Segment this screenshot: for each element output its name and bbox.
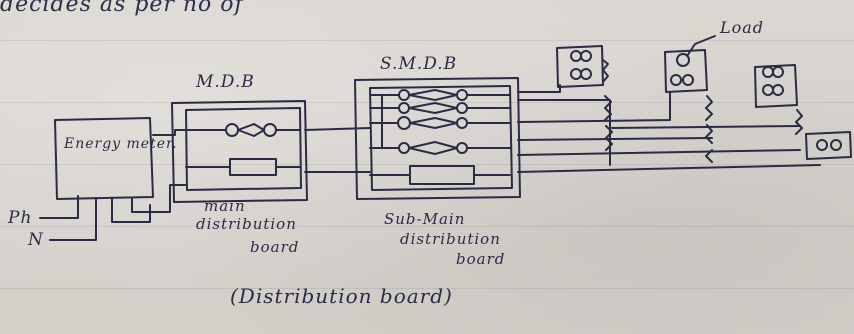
mdb-switch-contact <box>225 123 239 137</box>
mdb-caption-line: distribution <box>196 215 297 233</box>
meter-out-wire-2 <box>131 184 187 213</box>
circuit-tap <box>705 149 713 163</box>
circuit-wire-3 <box>517 91 671 123</box>
mdb-title: M.D.B <box>196 72 255 92</box>
smdb-caption-line: Sub-Main <box>384 210 466 228</box>
smdb-outer-frame <box>354 77 521 200</box>
ruled-line <box>0 288 854 289</box>
ruled-line <box>0 40 854 41</box>
smdb-inner-box <box>369 85 513 191</box>
smdb-title: S.M.D.B <box>380 54 458 74</box>
smdb-caption-line: board <box>456 250 506 268</box>
neutral-label: N <box>28 230 44 250</box>
circuit-wire-7 <box>611 125 801 129</box>
mdb-caption-line: board <box>250 238 300 256</box>
smdb-switch-4 <box>369 141 511 155</box>
mdb-inner-box <box>185 107 302 191</box>
ruled-line <box>0 102 854 103</box>
load-leader-line <box>686 35 716 57</box>
load-label: Load <box>720 18 765 37</box>
energy-meter-label: Energy meter. <box>64 136 178 152</box>
mdb-switch-contact <box>263 123 277 137</box>
smdb-caption-line: distribution <box>400 230 501 248</box>
phase-input-wire <box>39 195 79 219</box>
meter-out-wire-1 <box>111 197 151 223</box>
smdb-switch-1 <box>369 89 511 101</box>
circuit-wire-4 <box>517 137 713 141</box>
mdb-fuse <box>229 158 277 176</box>
mdb-caption-line: main <box>204 197 246 215</box>
smdb-switch-3 <box>369 116 511 130</box>
diagram-caption: (Distribution board) <box>230 284 453 308</box>
circuit-tap <box>604 95 612 121</box>
load-group-3 <box>754 64 803 135</box>
socket-outlet <box>805 131 852 160</box>
phase-label: Ph <box>8 208 33 228</box>
mdb-smdb-wire <box>304 127 371 131</box>
ruled-line <box>0 226 854 227</box>
mdb-outer-frame <box>171 100 308 203</box>
circuit-wire-5 <box>517 149 801 156</box>
circuit-wire-6 <box>517 164 821 173</box>
smdb-fuse <box>409 165 475 185</box>
energy-meter-box <box>54 117 154 200</box>
smdb-switch-2 <box>369 102 511 114</box>
load-group-1 <box>556 45 609 88</box>
ruled-line <box>0 164 854 165</box>
load-group-2 <box>664 49 713 144</box>
circuit-wire-1 <box>517 84 561 93</box>
neutral-input-wire <box>49 197 97 241</box>
meter-phase-out <box>152 129 187 136</box>
circuit-tap <box>605 125 613 151</box>
mdb-switch-blade <box>237 123 265 137</box>
top-text: decides as per no of <box>0 0 244 17</box>
